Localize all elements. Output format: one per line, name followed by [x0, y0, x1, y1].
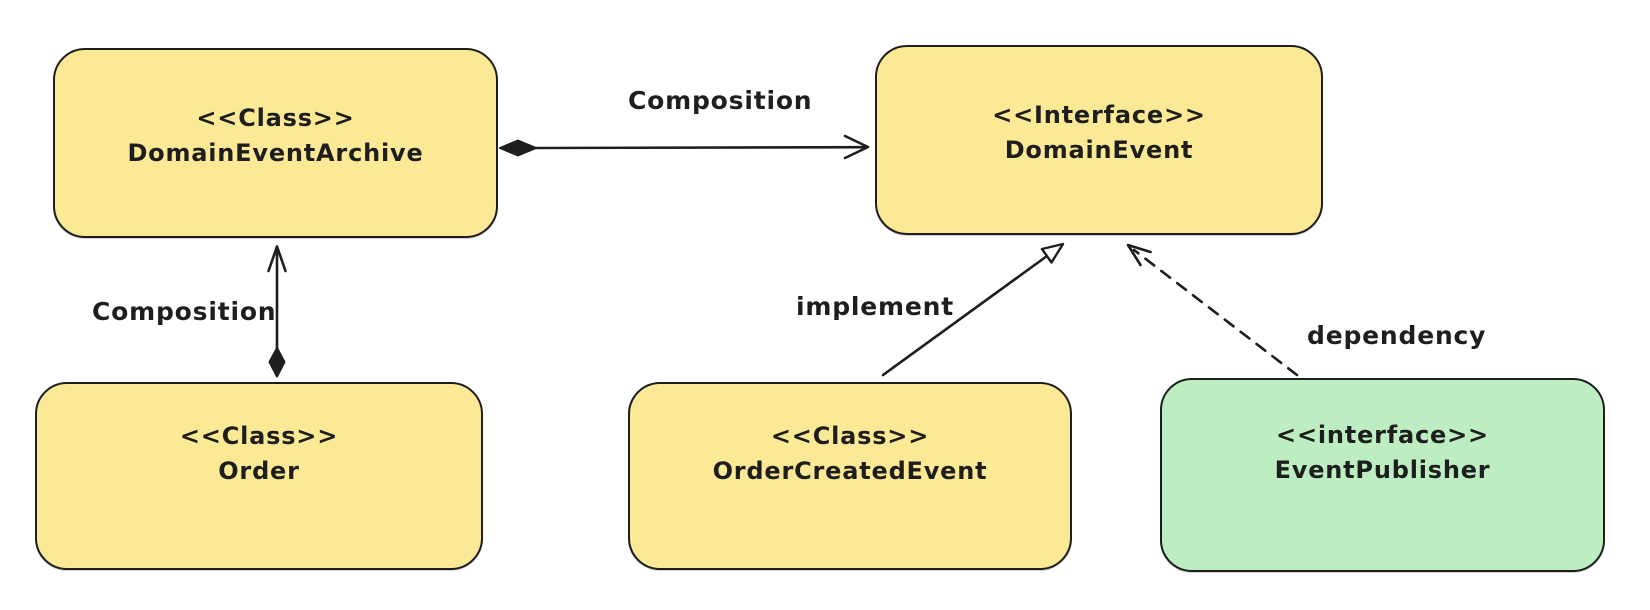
node-stereotype: <<Class>>: [196, 104, 355, 132]
node-domain-event-archive[interactable]: <<Class>> DomainEventArchive: [53, 48, 498, 238]
node-name: Order: [218, 457, 300, 485]
open-arrowhead-icon: [843, 134, 870, 160]
node-name: EventPublisher: [1274, 456, 1491, 484]
open-arrowhead-icon: [1126, 243, 1152, 267]
edge-label-implement[interactable]: implement: [796, 292, 954, 321]
node-event-publisher[interactable]: <<interface>> EventPublisher: [1160, 378, 1605, 572]
node-order-created-event[interactable]: <<Class>> OrderCreatedEvent: [628, 382, 1072, 570]
edge-label-composition-top[interactable]: Composition: [628, 86, 813, 115]
open-triangle-arrowhead-icon: [1040, 242, 1065, 264]
node-order[interactable]: <<Class>> Order: [35, 382, 483, 570]
implement-line[interactable]: [881, 254, 1049, 377]
node-stereotype: <<Interface>>: [992, 101, 1206, 129]
edge-label-dependency[interactable]: dependency: [1307, 321, 1487, 350]
edge-dependency-eventpublisher-to-domainevent[interactable]: [1126, 243, 1299, 377]
node-stereotype: <<Class>>: [179, 422, 339, 450]
composition-diamond-icon: [499, 139, 537, 157]
edge-label-composition-left[interactable]: Composition: [92, 297, 277, 326]
node-name: DomainEvent: [1004, 136, 1194, 164]
node-name: DomainEventArchive: [127, 139, 424, 167]
node-name: OrderCreatedEvent: [712, 457, 988, 485]
open-arrowhead-icon: [267, 245, 287, 273]
node-stereotype: <<Class>>: [770, 422, 930, 450]
node-domain-event[interactable]: <<Interface>> DomainEvent: [875, 45, 1323, 235]
edge-composition-archive-to-domainevent[interactable]: [499, 134, 870, 160]
node-stereotype: <<interface>>: [1276, 421, 1489, 449]
composition-line[interactable]: [534, 145, 866, 150]
composition-diamond-icon: [268, 347, 286, 378]
dependency-line[interactable]: [1132, 248, 1299, 377]
